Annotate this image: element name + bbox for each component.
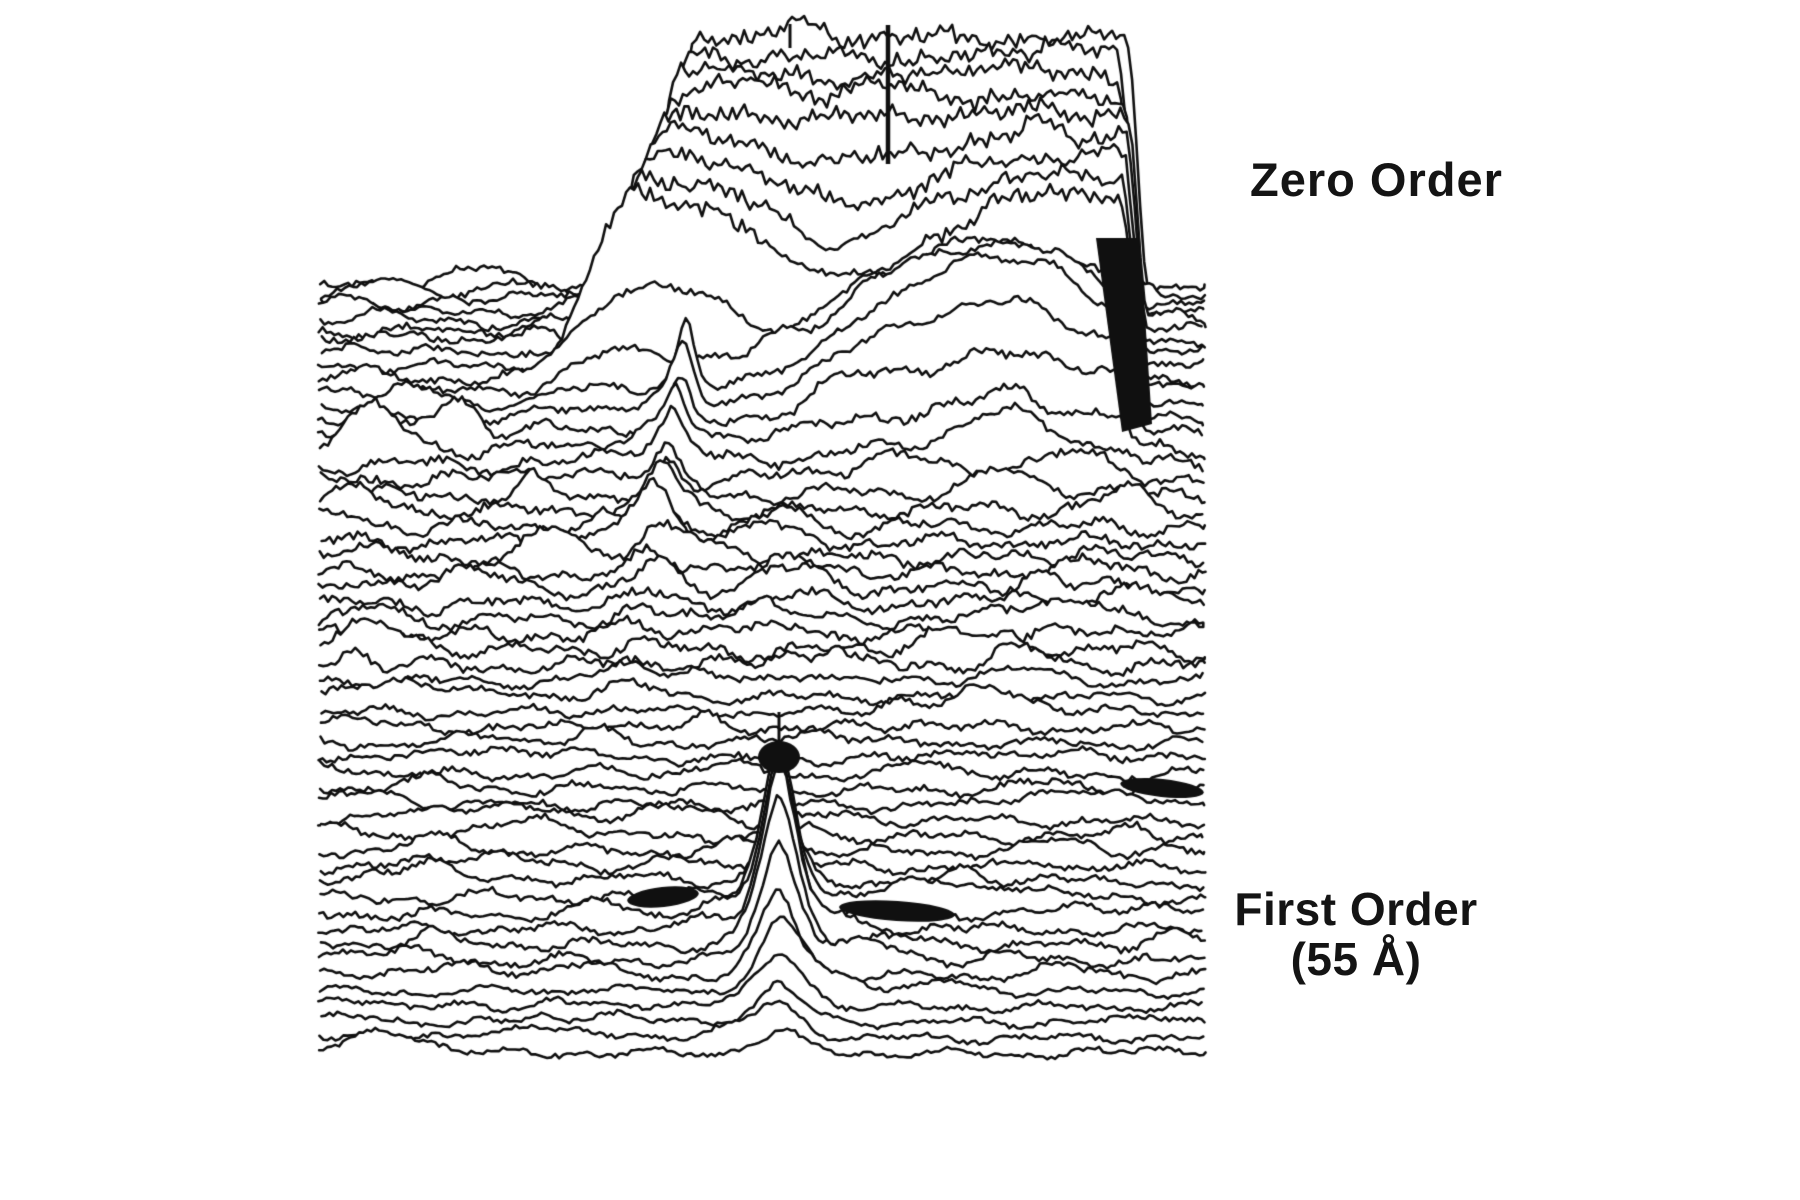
first-order-label: First Order (55 Å) [1176,884,1536,984]
first-order-label-line1: First Order [1234,883,1478,935]
first-order-label-line2: (55 Å) [1290,933,1422,985]
zero-order-label: Zero Order [1250,153,1503,206]
